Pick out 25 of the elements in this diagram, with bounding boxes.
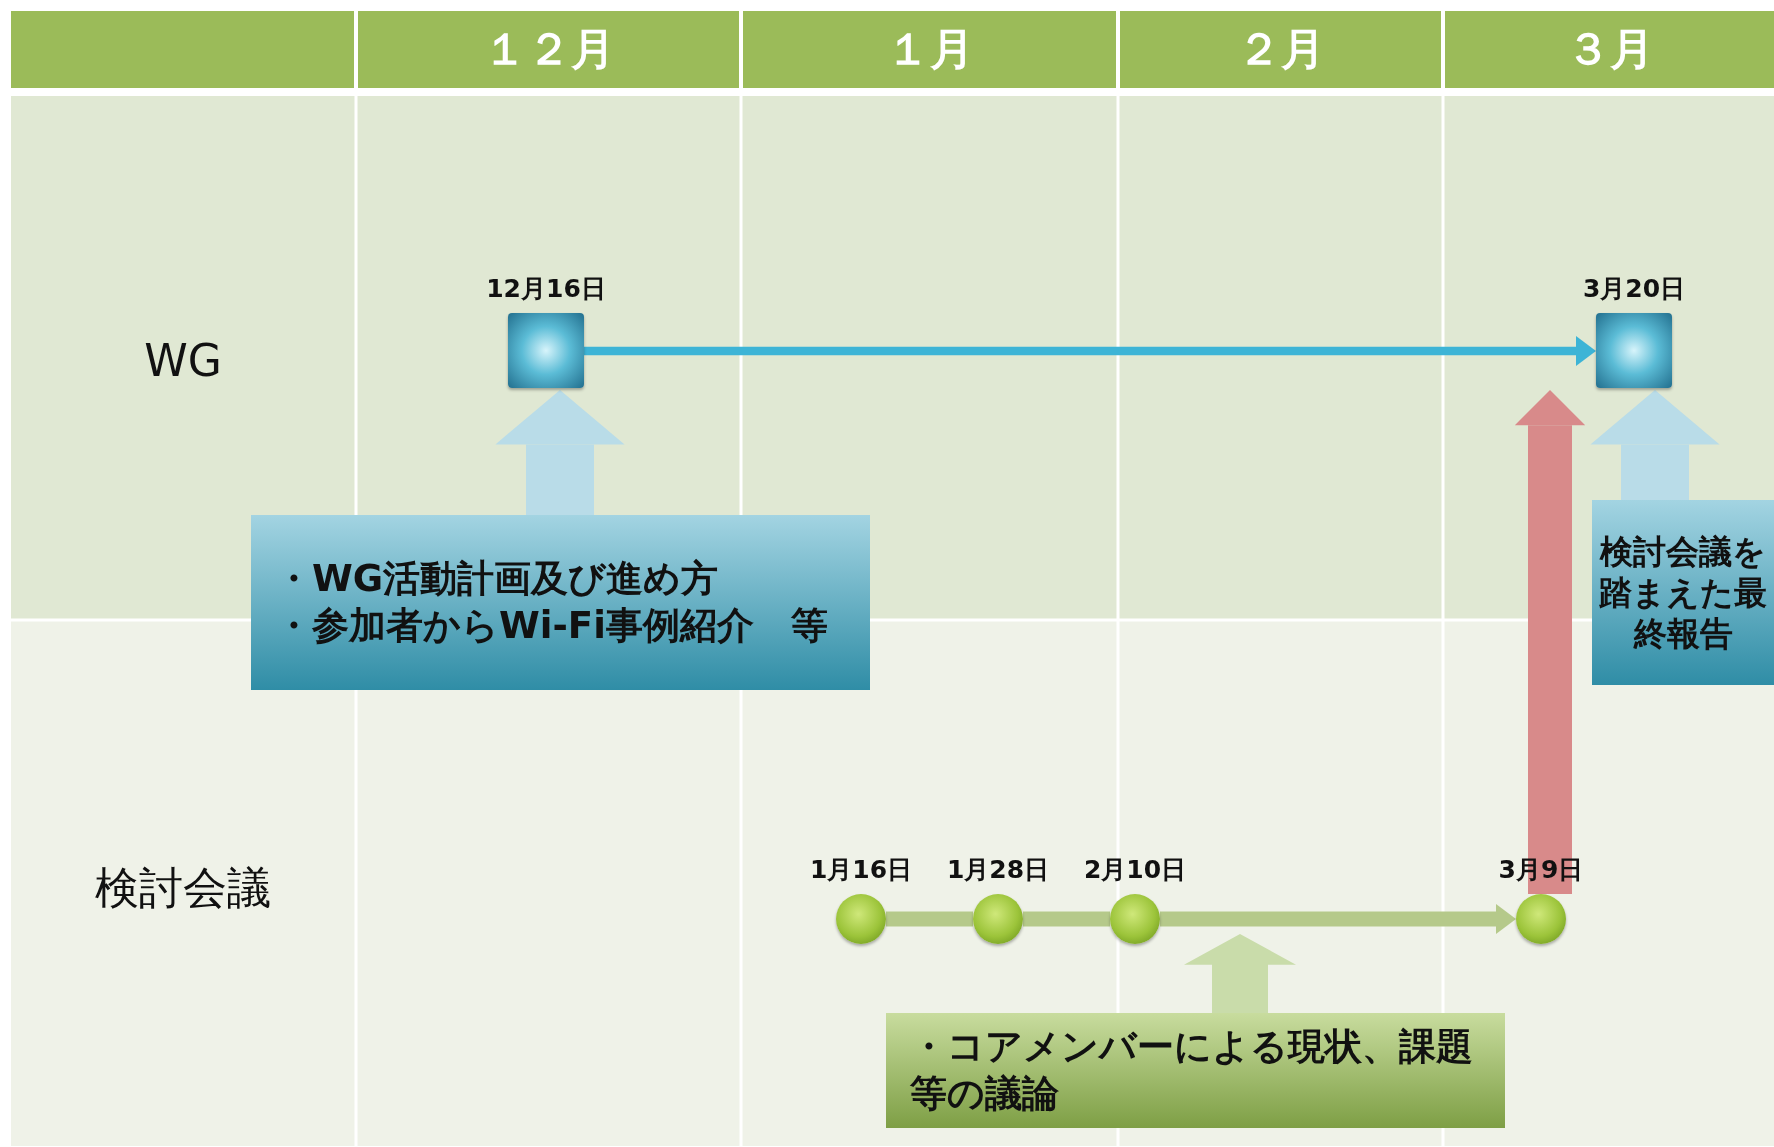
- arrow: [1160, 904, 1516, 934]
- arrow: [1590, 390, 1720, 500]
- callout-text: ・WG活動計画及び進め方: [275, 556, 719, 603]
- date-label: 1月28日: [946, 854, 1050, 886]
- arrow: [584, 336, 1596, 366]
- arrow: [495, 390, 625, 515]
- month-header: １２月: [358, 11, 739, 88]
- callout-box: [1592, 500, 1774, 685]
- date-label: 3月9日: [1498, 854, 1584, 886]
- callout-text: 検討会議を踏まえた最終報告: [1598, 530, 1768, 655]
- row-label: WG: [143, 333, 223, 388]
- month-header: ３月: [1445, 11, 1774, 88]
- arrow: [1184, 934, 1296, 1013]
- callout-text: ・コアメンバーによる現状、課題等の議論: [910, 1024, 1474, 1117]
- callout-text: ・参加者からWi-Fi事例紹介 等: [275, 602, 828, 649]
- callout-box: [251, 515, 870, 690]
- month-header: １月: [743, 11, 1116, 88]
- callout-box: [886, 1013, 1505, 1128]
- row-label: 検討会議: [94, 860, 272, 915]
- date-label: 12月16日: [486, 273, 606, 305]
- month-header: ２月: [1120, 11, 1441, 88]
- date-label: 1月16日: [809, 854, 913, 886]
- arrow: [1514, 390, 1586, 894]
- date-label: 2月10日: [1083, 854, 1187, 886]
- date-label: 3月20日: [1582, 273, 1686, 305]
